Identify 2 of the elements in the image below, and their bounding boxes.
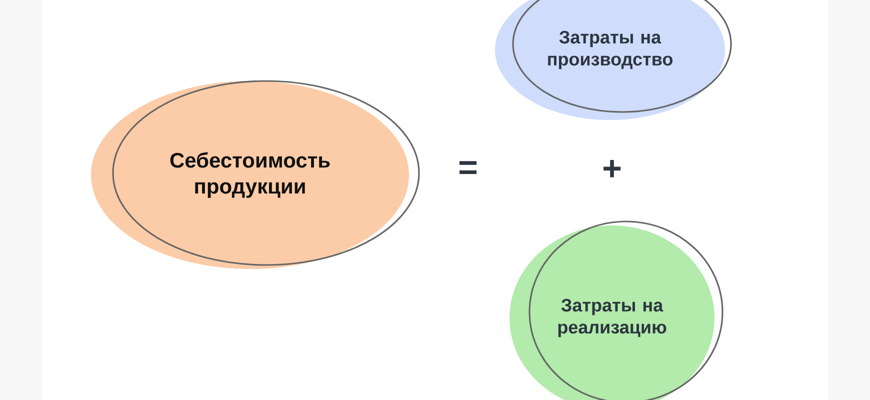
- math-operator: =: [460, 161, 477, 174]
- math-operator: +: [604, 160, 621, 178]
